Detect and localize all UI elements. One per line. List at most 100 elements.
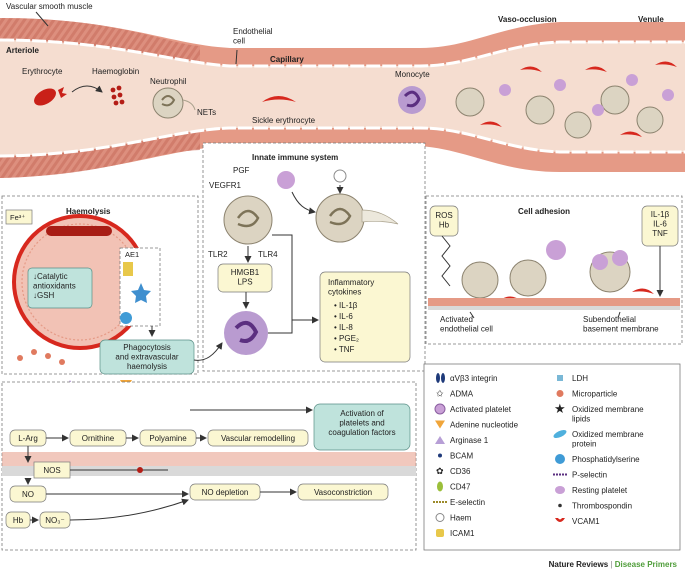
activated-platelet-icon [434, 403, 446, 415]
nos-text: NOS [43, 466, 60, 475]
monocyte-icon [398, 86, 426, 114]
cytokine-item: • PGE₂ [334, 334, 359, 343]
label-erythrocyte: Erythrocyte [22, 67, 63, 76]
svg-text:★: ★ [554, 401, 566, 416]
haem-icon [435, 513, 445, 522]
legend-label: LDH [572, 374, 588, 383]
endothelium-top [0, 38, 685, 68]
smooth-muscle-band [2, 466, 416, 476]
legend-label: ADMA [450, 390, 474, 399]
legend-label: αVβ3 integrin [450, 374, 497, 383]
cytokine-item: • IL-8 [334, 323, 353, 332]
vaso-occlusion-cluster [455, 61, 677, 139]
leader-activated [469, 311, 475, 319]
ornithine-text: Ornithine [82, 434, 115, 443]
phosphatidylserine-icon [555, 454, 565, 464]
label-ae1: AE1 [125, 250, 139, 259]
legend-label: ICAM1 [450, 529, 475, 538]
credit-journal: Nature Reviews [548, 560, 609, 569]
vasoconstriction-text: Vasoconstriction [314, 488, 372, 497]
inflammatory-cytokines-box [319, 271, 411, 363]
arginase-icon [435, 436, 445, 444]
label-tlr4: TLR4 [258, 250, 278, 259]
credit-series: Disease Primers [614, 560, 677, 569]
innate-neutrophil-icon [223, 195, 273, 245]
legend-label: P-selectin [572, 471, 607, 480]
leader-endothelial [235, 49, 238, 65]
label-neutrophil: Neutrophil [150, 77, 187, 86]
ae1-protein-icon [123, 262, 133, 276]
cytokine-item: • IL-1β [334, 301, 358, 310]
innate-monocyte-icon [224, 311, 268, 355]
legend-label: Microparticle [572, 390, 618, 399]
innate-haem-icon [333, 169, 347, 183]
resting-platelet-icon [555, 486, 565, 494]
adhesion-endothelium [428, 298, 680, 306]
credit-separator: | [610, 560, 613, 569]
activation-box [313, 403, 411, 451]
hb-text: Hb [13, 516, 24, 525]
credit-line: Nature Reviews | Disease Primers [549, 560, 677, 569]
bcam-icon [438, 453, 442, 458]
thrombospondin-icon [558, 503, 562, 508]
l-arg-text: L-Arg [18, 434, 38, 443]
innate-platelet-icon [277, 171, 295, 189]
erythrocyte-lysing-icon [34, 87, 67, 106]
haemoglobin-icon [110, 85, 125, 106]
fe-box [5, 209, 33, 225]
legend-label: E-selectin [450, 498, 485, 507]
vessel [0, 18, 685, 178]
cytokine-list: • IL-1β• IL-6• IL-8• PGE₂• TNF [334, 301, 359, 354]
icam1-icon [436, 529, 444, 537]
label-venule: Venule [638, 15, 664, 24]
ros-hb-box [429, 205, 459, 237]
legend-label: Activated platelet [450, 405, 512, 414]
label-vaso-occlusion: Vaso-occlusion [498, 15, 557, 24]
label-arteriole: Arteriole [6, 46, 39, 55]
no3-text: NO₃⁻ [45, 516, 64, 525]
vcam1-icon [555, 518, 565, 522]
legend-label: Haem [450, 514, 472, 523]
legend-label: CD36 [450, 467, 471, 476]
polyamine-text: Polyamine [149, 434, 187, 443]
leader-smooth-muscle [35, 11, 49, 27]
legend-label: Thrombospondin [572, 502, 632, 511]
vascular-remodelling-box [207, 429, 309, 447]
neutrophil-icon [152, 87, 196, 119]
endothelium-bottom [0, 126, 685, 158]
integrin-icon [436, 373, 445, 383]
label-sickle-erythrocyte: Sickle erythrocyte [252, 116, 316, 125]
label-monocyte: Monocyte [395, 70, 430, 79]
adhesion-title: Cell adhesion [518, 207, 570, 216]
svg-text:✿: ✿ [436, 466, 444, 476]
arrow-phagocytosis-monocyte [193, 342, 223, 361]
legend-label: CD47 [450, 483, 471, 492]
microparticle-icon [556, 390, 564, 397]
oxidized-protein-icon [553, 429, 567, 439]
legend-label: BCAM [450, 452, 473, 461]
innate-activated-neutrophil-icon [315, 193, 399, 243]
adenine-nucleotide-icon [435, 420, 445, 429]
legend-box [423, 363, 681, 551]
adhesion-basement [428, 306, 680, 310]
line-monocyte-cytokines [268, 320, 293, 334]
label-haemoglobin: Haemoglobin [92, 67, 139, 76]
cd47-icon [437, 481, 443, 492]
oxidized-lipid-star-icon [131, 283, 151, 303]
label-capillary: Capillary [270, 55, 304, 64]
ldh-icon [557, 375, 563, 381]
hmgb1-lps-box [217, 263, 273, 293]
innate-title: Innate immune system [252, 153, 338, 162]
ros-zigzag [441, 235, 451, 287]
label-vascular-smooth-muscle: Vascular smooth muscle [6, 2, 93, 11]
